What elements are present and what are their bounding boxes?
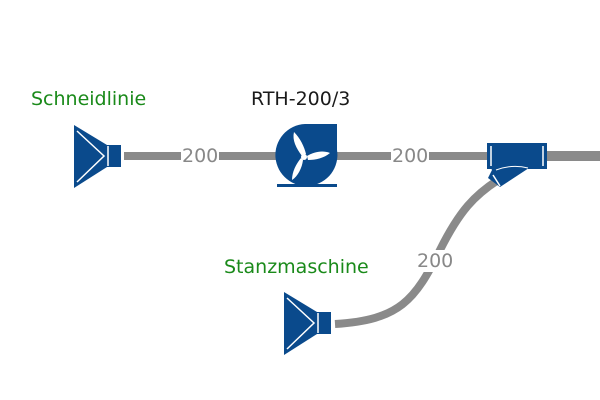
extraction-hood-icon[interactable] (284, 292, 331, 355)
pipe-diameter-label: 200 (391, 145, 430, 167)
pipe-branch-outlet[interactable] (546, 151, 600, 161)
extraction-hood-icon[interactable] (74, 125, 121, 188)
y-branch-icon[interactable] (487, 143, 547, 187)
fan-label: RTH-200/3 (251, 88, 351, 110)
source-label-schneidlinie: Schneidlinie (31, 88, 147, 110)
pipe-diameter-label: 200 (416, 250, 455, 272)
radial-fan-icon[interactable] (275, 124, 338, 187)
pipe-diameter-label: 200 (181, 145, 220, 167)
source-label-stanzmaschine: Stanzmaschine (224, 256, 369, 278)
